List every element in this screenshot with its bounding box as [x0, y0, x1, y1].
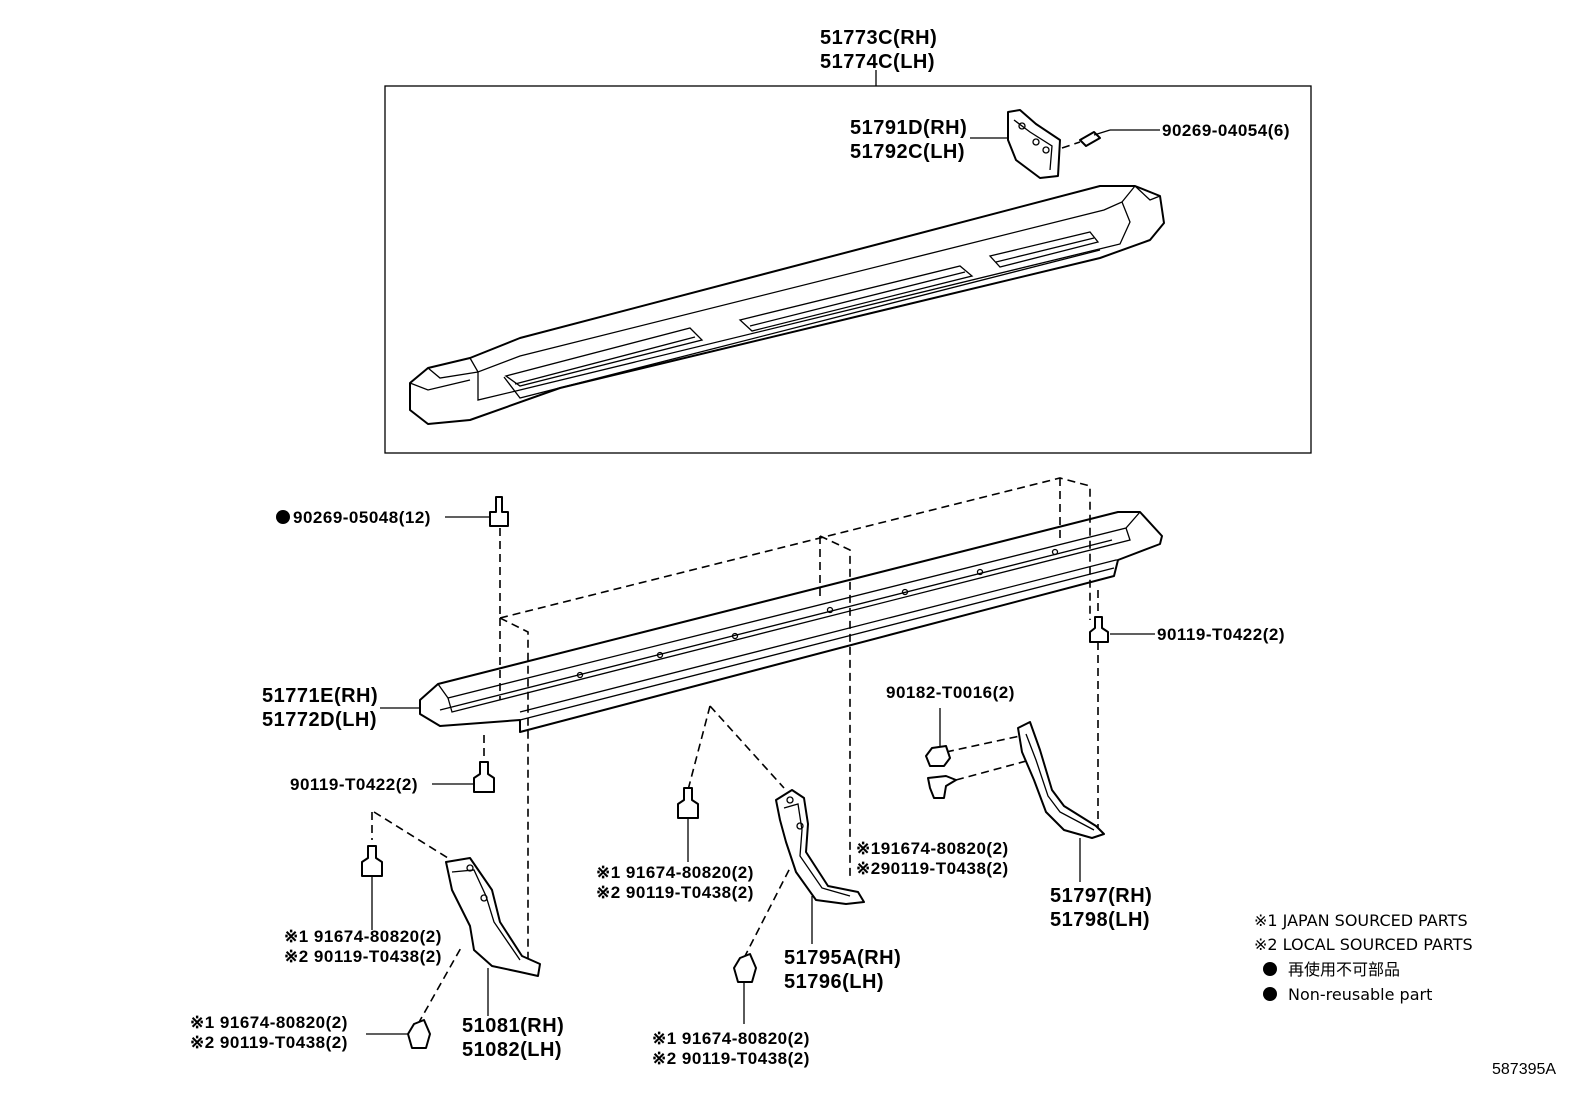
label-step-assy-rh: 51773C(RH): [820, 27, 937, 49]
label-mid-bracket-lh: 51796(LH): [784, 971, 884, 993]
rear-bracket-group: 90182-T0016(2) 51797(RH) 51798(LH): [886, 683, 1152, 931]
label-fastener-c-2: ※2 90119-T0438(2): [596, 883, 754, 902]
step-assy-frame: [384, 85, 1312, 454]
legend-note-1: ※1 JAPAN SOURCED PARTS: [1254, 911, 1468, 930]
label-fastener-e-2: ※290119-T0438(2): [856, 859, 1009, 878]
legend-note-2: ※2 LOCAL SOURCED PARTS: [1254, 935, 1473, 954]
label-mid-bracket-rh: 51795A(RH): [784, 947, 901, 969]
label-base-lh: 51772D(LH): [262, 709, 377, 731]
step-assy-group: 51773C(RH) 51774C(LH) 51791D(RH) 51792C(…: [384, 27, 1312, 454]
label-fastener-d-1: ※1 91674-80820(2): [652, 1029, 810, 1048]
label-bolt-right: 90119-T0422(2): [1157, 625, 1285, 644]
fastener-b-callout: ※1 91674-80820(2) ※2 90119-T0438(2): [190, 1013, 408, 1052]
bolt-right: 90119-T0422(2): [1089, 590, 1285, 830]
end-bracket-part: [970, 109, 1061, 179]
legend: ※1 JAPAN SOURCED PARTS ※2 LOCAL SOURCED …: [1254, 911, 1473, 1004]
legend-note-4: Non-reusable part: [1288, 985, 1432, 1004]
label-front-bracket-rh: 51081(RH): [462, 1015, 564, 1037]
fastener-a-callout: ※1 91674-80820(2) ※2 90119-T0438(2): [284, 927, 442, 966]
fastener-d-callout: ※1 91674-80820(2) ※2 90119-T0438(2): [652, 1029, 810, 1068]
label-end-bracket-rh: 51791D(RH): [850, 117, 967, 139]
legend-note-3: 再使用不可部品: [1288, 960, 1400, 979]
legend-dot-icon-1: [1263, 962, 1277, 976]
label-rear-bracket-lh: 51798(LH): [1050, 909, 1150, 931]
front-bracket-group: 51081(RH) 51082(LH): [361, 811, 564, 1061]
label-bolt-left: 90119-T0422(2): [290, 775, 418, 794]
label-fastener-a-1: ※1 91674-80820(2): [284, 927, 442, 946]
figure-ref: 587395A: [1492, 1061, 1556, 1078]
label-fastener-d-2: ※2 90119-T0438(2): [652, 1049, 810, 1068]
label-end-bracket-lh: 51792C(LH): [850, 141, 965, 163]
label-base-rh: 51771E(RH): [262, 685, 378, 707]
label-screw-pin: 90269-05048(12): [293, 508, 431, 527]
fastener-c-callout: ※1 91674-80820(2) ※2 90119-T0438(2): [596, 863, 754, 902]
non-reusable-dot-icon: [276, 510, 290, 524]
label-fastener-b-2: ※2 90119-T0438(2): [190, 1033, 348, 1052]
label-nut-right: 90182-T0016(2): [886, 683, 1015, 702]
label-fastener-a-2: ※2 90119-T0438(2): [284, 947, 442, 966]
label-front-bracket-lh: 51082(LH): [462, 1039, 562, 1061]
base-rail-group: 51771E(RH) 51772D(LH): [262, 477, 1163, 966]
label-fastener-e-1: ※191674-80820(2): [856, 839, 1009, 858]
label-screw-top: 90269-04054(6): [1162, 121, 1290, 140]
screw-top: [1061, 129, 1160, 149]
label-rear-bracket-rh: 51797(RH): [1050, 885, 1152, 907]
label-fastener-c-1: ※1 91674-80820(2): [596, 863, 754, 882]
mid-bracket-group: 51795A(RH) 51796(LH): [677, 705, 901, 1024]
screw-pin: 90269-05048(12): [276, 496, 509, 527]
legend-dot-icon-2: [1263, 987, 1277, 1001]
label-step-assy-lh: 51774C(LH): [820, 51, 935, 73]
fastener-e-callout: ※191674-80820(2) ※290119-T0438(2): [856, 839, 1009, 878]
label-fastener-b-1: ※1 91674-80820(2): [190, 1013, 348, 1032]
running-board-illustration: [409, 185, 1165, 425]
bolt-left: 90119-T0422(2): [290, 735, 495, 794]
